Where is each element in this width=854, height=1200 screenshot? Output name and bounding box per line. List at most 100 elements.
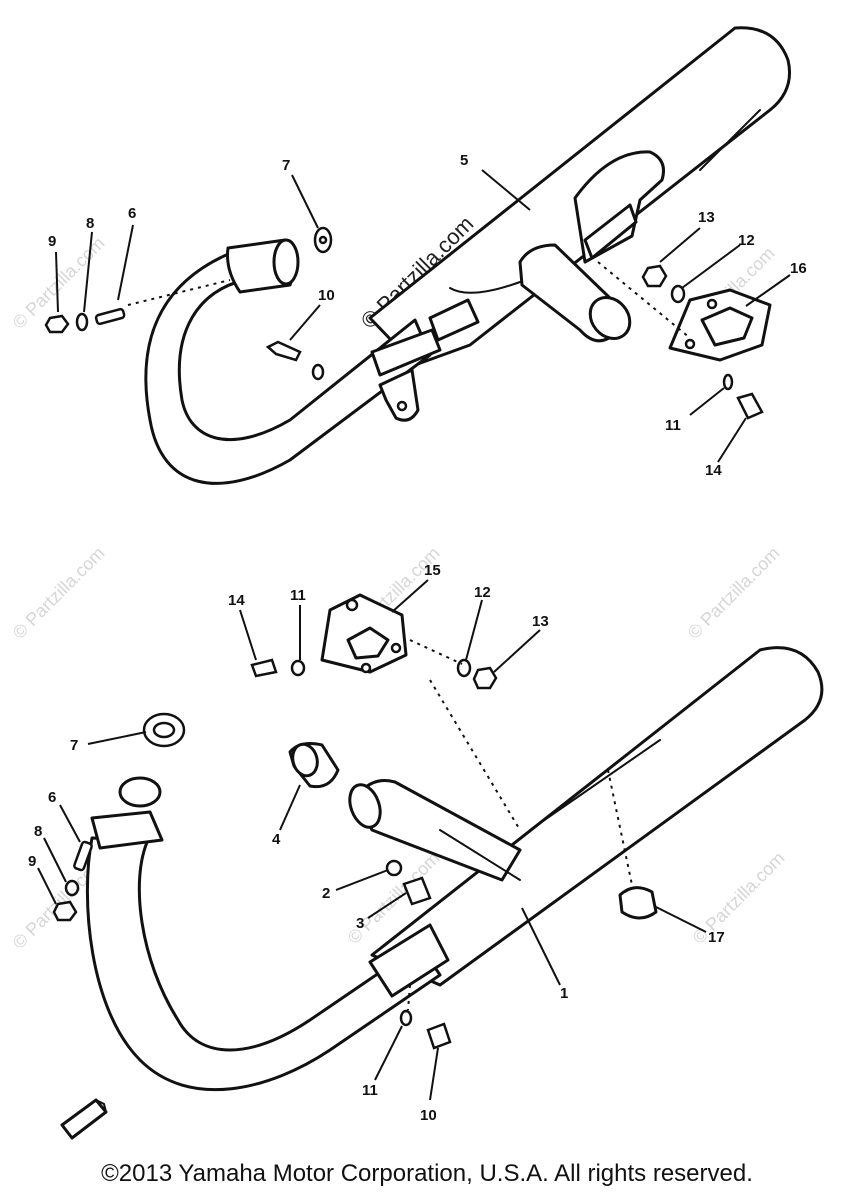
leader-17 bbox=[653, 905, 707, 933]
front-arrow-icon bbox=[60, 1098, 108, 1140]
leader-6 bbox=[117, 224, 134, 301]
bracket-16-window bbox=[700, 306, 754, 347]
stud-6-upper-axis bbox=[127, 279, 231, 306]
bracket-hole bbox=[396, 400, 408, 412]
lower-header-pipe bbox=[85, 836, 442, 1092]
damper-4-end bbox=[291, 742, 319, 778]
leader-6-lower bbox=[59, 804, 81, 843]
callout-12: 12 bbox=[738, 232, 755, 249]
callout-13: 13 bbox=[698, 209, 715, 226]
washer-11-lower-a bbox=[290, 659, 306, 677]
leader-15 bbox=[391, 579, 429, 613]
nut-9-upper bbox=[44, 314, 70, 334]
washer-11-upper-a bbox=[311, 363, 325, 381]
rubber-axis bbox=[607, 769, 633, 886]
leader-4 bbox=[279, 784, 301, 831]
upper-inlet-ring bbox=[272, 238, 300, 286]
callout-11b-lower: 11 bbox=[362, 1082, 378, 1099]
callout-16: 16 bbox=[790, 260, 807, 277]
bracket-hole bbox=[390, 642, 402, 654]
watermark-text: © Partzilla.com bbox=[689, 848, 789, 948]
rubber-17 bbox=[618, 886, 658, 920]
leader-9 bbox=[55, 251, 59, 313]
leader-8 bbox=[83, 231, 93, 313]
lower-muffler-body bbox=[370, 646, 824, 987]
leader-14 bbox=[717, 417, 747, 463]
bracket-hole bbox=[345, 598, 359, 612]
front-arrow-tip bbox=[95, 1099, 107, 1113]
leader-13 bbox=[659, 227, 701, 263]
callout-11: 11 bbox=[665, 417, 681, 434]
nut-13-lower bbox=[472, 666, 498, 690]
bolt-10-lower bbox=[426, 1022, 452, 1050]
lower-callouts: 14 11 15 12 13 7 6 8 9 4 2 3 17 1 11 10 bbox=[28, 562, 725, 1124]
leader-10 bbox=[289, 304, 321, 341]
washer-8-upper bbox=[75, 312, 89, 332]
upper-joint-clamp bbox=[428, 298, 480, 342]
bracket-15-window bbox=[346, 626, 390, 660]
watermark-text: © Partzilla.com bbox=[9, 543, 109, 643]
callout-9: 9 bbox=[48, 233, 56, 250]
leader-3 bbox=[367, 892, 407, 919]
upper-leader-lines bbox=[55, 169, 791, 463]
bolt-14-upper bbox=[736, 392, 764, 420]
upper-header-pipe bbox=[144, 248, 432, 485]
callout-10: 10 bbox=[318, 287, 335, 304]
callout-8-lower: 8 bbox=[34, 823, 42, 840]
upper-mid-clamp bbox=[370, 328, 442, 377]
upper-side-tube-end bbox=[588, 296, 632, 340]
leader-1 bbox=[521, 907, 561, 986]
gasket-7-lower-inner bbox=[152, 721, 176, 739]
lower-inlet-flange bbox=[90, 810, 164, 850]
stud-6-lower bbox=[73, 840, 93, 872]
callout-12-lower: 12 bbox=[474, 584, 491, 601]
upper-callouts: 5 7 6 8 9 10 13 12 16 11 14 bbox=[48, 152, 807, 479]
upper-hardware bbox=[44, 226, 772, 420]
callout-11-lower: 11 bbox=[290, 587, 306, 604]
muffler-seam bbox=[699, 109, 761, 171]
callout-7: 7 bbox=[282, 157, 290, 174]
washer-12-lower bbox=[456, 658, 472, 678]
mount-axis bbox=[429, 679, 521, 831]
callout-13-lower: 13 bbox=[532, 613, 549, 630]
bolt-10-upper bbox=[265, 340, 302, 362]
callout-3: 3 bbox=[356, 915, 364, 932]
lower-leader-lines bbox=[37, 579, 707, 1101]
leader-9-lower bbox=[37, 867, 57, 905]
washer-2 bbox=[385, 859, 403, 877]
callout-14: 14 bbox=[705, 462, 722, 479]
watermark-text: © Partzilla.com bbox=[684, 543, 784, 643]
leader-10-lower bbox=[429, 1047, 439, 1101]
washer-12-upper bbox=[670, 284, 686, 304]
bracket-hole bbox=[684, 338, 696, 350]
leader-11b-lower bbox=[374, 1025, 403, 1081]
leader-2 bbox=[335, 869, 389, 891]
leader-11 bbox=[689, 387, 725, 416]
washer-8-lower bbox=[64, 879, 80, 897]
upper-hanger-tab bbox=[583, 203, 638, 260]
callout-7-lower: 7 bbox=[70, 737, 78, 754]
lower-connector-sleeve bbox=[368, 923, 450, 998]
leader-12 bbox=[681, 244, 741, 289]
bolt-3 bbox=[402, 876, 432, 906]
bracket-hole bbox=[360, 662, 372, 674]
callout-2: 2 bbox=[322, 885, 330, 902]
lower-tube-seam bbox=[439, 829, 521, 881]
callout-9-lower: 9 bbox=[28, 853, 36, 870]
callout-14-lower: 14 bbox=[228, 592, 245, 609]
mount-axis bbox=[409, 639, 463, 665]
bracket-hole bbox=[706, 298, 718, 310]
bolt-14-lower bbox=[250, 658, 278, 678]
upper-muffler-assembly bbox=[144, 26, 791, 485]
callout-17: 17 bbox=[708, 929, 725, 946]
leader-13-lower bbox=[493, 629, 541, 673]
washer-11-upper-b bbox=[722, 373, 734, 391]
leader-14-lower bbox=[239, 609, 257, 661]
callout-6: 6 bbox=[128, 205, 136, 222]
callout-1: 1 bbox=[560, 985, 568, 1002]
washer-11-lower-b bbox=[399, 1009, 413, 1027]
leader-5 bbox=[481, 169, 531, 211]
nut-9-lower bbox=[52, 900, 78, 922]
stud-6-upper-body bbox=[94, 307, 126, 326]
